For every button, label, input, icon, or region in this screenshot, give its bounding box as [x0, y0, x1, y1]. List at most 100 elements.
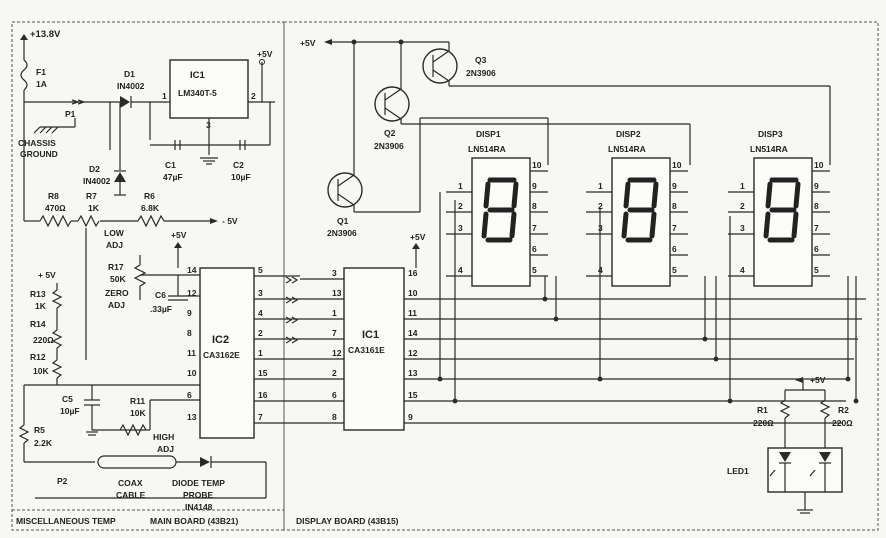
r7-adj-label2: ADJ [106, 240, 123, 250]
r11-value: 10K [130, 408, 146, 418]
ic2-pin-left: 9 [187, 308, 192, 318]
display-pin: 1 [740, 181, 745, 191]
r5-label: R5 [34, 425, 45, 435]
ic1b-pin-left: 3 [332, 268, 337, 278]
zero-adjust: +5V R17 50K ZERO ADJ C6 .33µF [105, 230, 200, 314]
probe-label-1: DIODE TEMP [172, 478, 225, 488]
display-group: DISP1LN514RA10987651234DISP2LN514RA10987… [446, 129, 830, 287]
ic2-name: IC2 [212, 334, 229, 346]
display-pin: 9 [672, 181, 677, 191]
display-pin: 4 [458, 265, 463, 275]
ic1b-part: CA3161E [348, 345, 385, 355]
display-pin: 3 [740, 223, 745, 233]
r17-value: 50K [110, 274, 126, 284]
r8-label: R8 [48, 191, 59, 201]
display-5v-bus: +5V +5V [300, 38, 831, 268]
led-5v-label: +5V [810, 375, 826, 385]
r5-value: 2.2K [34, 438, 53, 448]
ic2-pin-right: 3 [258, 288, 263, 298]
led-label: LED1 [727, 466, 749, 476]
display-pin: 10 [532, 160, 542, 170]
display-pin: 6 [814, 244, 819, 254]
display-pin: 5 [532, 265, 537, 275]
display-pin: 5 [672, 265, 677, 275]
display-pin: 2 [458, 201, 463, 211]
d1-label: D1 [124, 69, 135, 79]
ic1b-pin-left: 7 [332, 328, 337, 338]
q1-label: Q1 [337, 216, 349, 226]
display-pin: 8 [814, 201, 819, 211]
ic2-pin-left: 11 [187, 348, 196, 358]
ic1b-pin-right: 14 [408, 328, 418, 338]
power-input: +13.8V F1 1A P1 CHASSIS GROUND [18, 29, 120, 159]
display-pin: 7 [672, 223, 677, 233]
diode-d2: D2 IN4002 [83, 102, 126, 196]
ic1b-name: IC1 [362, 329, 379, 341]
r8-value: 470Ω [45, 203, 66, 213]
r7-label: R7 [86, 191, 97, 201]
ic2-pin-right: 1 [258, 348, 263, 358]
display-pin: 9 [532, 181, 537, 191]
r17-label: R17 [108, 262, 124, 272]
c6-label: C6 [155, 290, 166, 300]
ic2-pin-right: 5 [258, 265, 263, 275]
ic2-chip: IC2 CA3162E [199, 267, 255, 439]
display-part: LN514RA [750, 144, 788, 154]
ground-label: GROUND [20, 149, 58, 159]
ic2-pin-left: 10 [187, 368, 197, 378]
ic1-decoder-chip: IC1 CA3161E [343, 267, 405, 431]
ic2-pin-right: 15 [258, 368, 268, 378]
ic1b-supply: +5V [410, 232, 426, 242]
ic2-pin-right: 4 [258, 308, 263, 318]
probe-label-2: PROBE [183, 490, 214, 500]
r13-value: 1K [35, 301, 47, 311]
display-name: DISP1 [476, 129, 501, 139]
display-5v-label: +5V [300, 38, 316, 48]
ic2-pin-left: 6 [187, 390, 192, 400]
capacitors-c1-c2: C1 47µF C2 10µF [149, 102, 271, 182]
ic1b-pin-left: 1 [332, 308, 337, 318]
c6-value: .33µF [150, 304, 172, 314]
r17-zero: ZERO [105, 288, 129, 298]
display-pin: 10 [672, 160, 682, 170]
ic2-pin-left: 8 [187, 328, 192, 338]
ic2-pin-left: 13 [187, 412, 197, 422]
display-name: DISP3 [758, 129, 783, 139]
ic1b-pin-left: 8 [332, 412, 337, 422]
ic1b-pin-right: 11 [408, 308, 417, 318]
d2-part: IN4002 [83, 176, 111, 186]
display-name: DISP2 [616, 129, 641, 139]
diode-d1: D1 IN4002 [109, 69, 170, 150]
svg-text:2: 2 [251, 91, 256, 101]
svg-text:1: 1 [162, 91, 167, 101]
display-pin: 7 [532, 223, 537, 233]
ic1b-pin-right: 16 [408, 268, 418, 278]
display-pin: 1 [458, 181, 463, 191]
regulator-ic1: IC1 LM340T-5 1 2 3 +5V [162, 49, 275, 155]
ic1b-pin-right: 9 [408, 412, 413, 422]
display-pin: 9 [814, 181, 819, 191]
display-part: LN514RA [608, 144, 646, 154]
p2-label: P2 [57, 476, 68, 486]
low-adjust-network: R8 470Ω R7 1K LOW ADJ R6 6.8K - 5V [23, 102, 238, 360]
p1-label: P1 [65, 109, 76, 119]
r14-label: R14 [30, 319, 46, 329]
r17-supply: +5V [171, 230, 187, 240]
c5-value: 10µF [60, 406, 80, 416]
r7-adj-label: LOW [104, 228, 125, 238]
ic1b-pin-right: 15 [408, 390, 418, 400]
ic1b-pin-right: 12 [408, 348, 418, 358]
r17-adj: ADJ [108, 300, 125, 310]
r11-adj: ADJ [157, 444, 174, 454]
ic1b-pin-left: 13 [332, 288, 342, 298]
high-adjust: C5 10µF R11 10K HIGH ADJ [60, 385, 200, 454]
supply-voltage-label: +13.8V [30, 29, 61, 40]
main-board-label: MAIN BOARD (43B21) [150, 516, 238, 526]
d2-label: D2 [89, 164, 100, 174]
r12-value: 10K [33, 366, 49, 376]
fuse-rating: 1A [36, 79, 47, 89]
display-pin: 7 [814, 223, 819, 233]
